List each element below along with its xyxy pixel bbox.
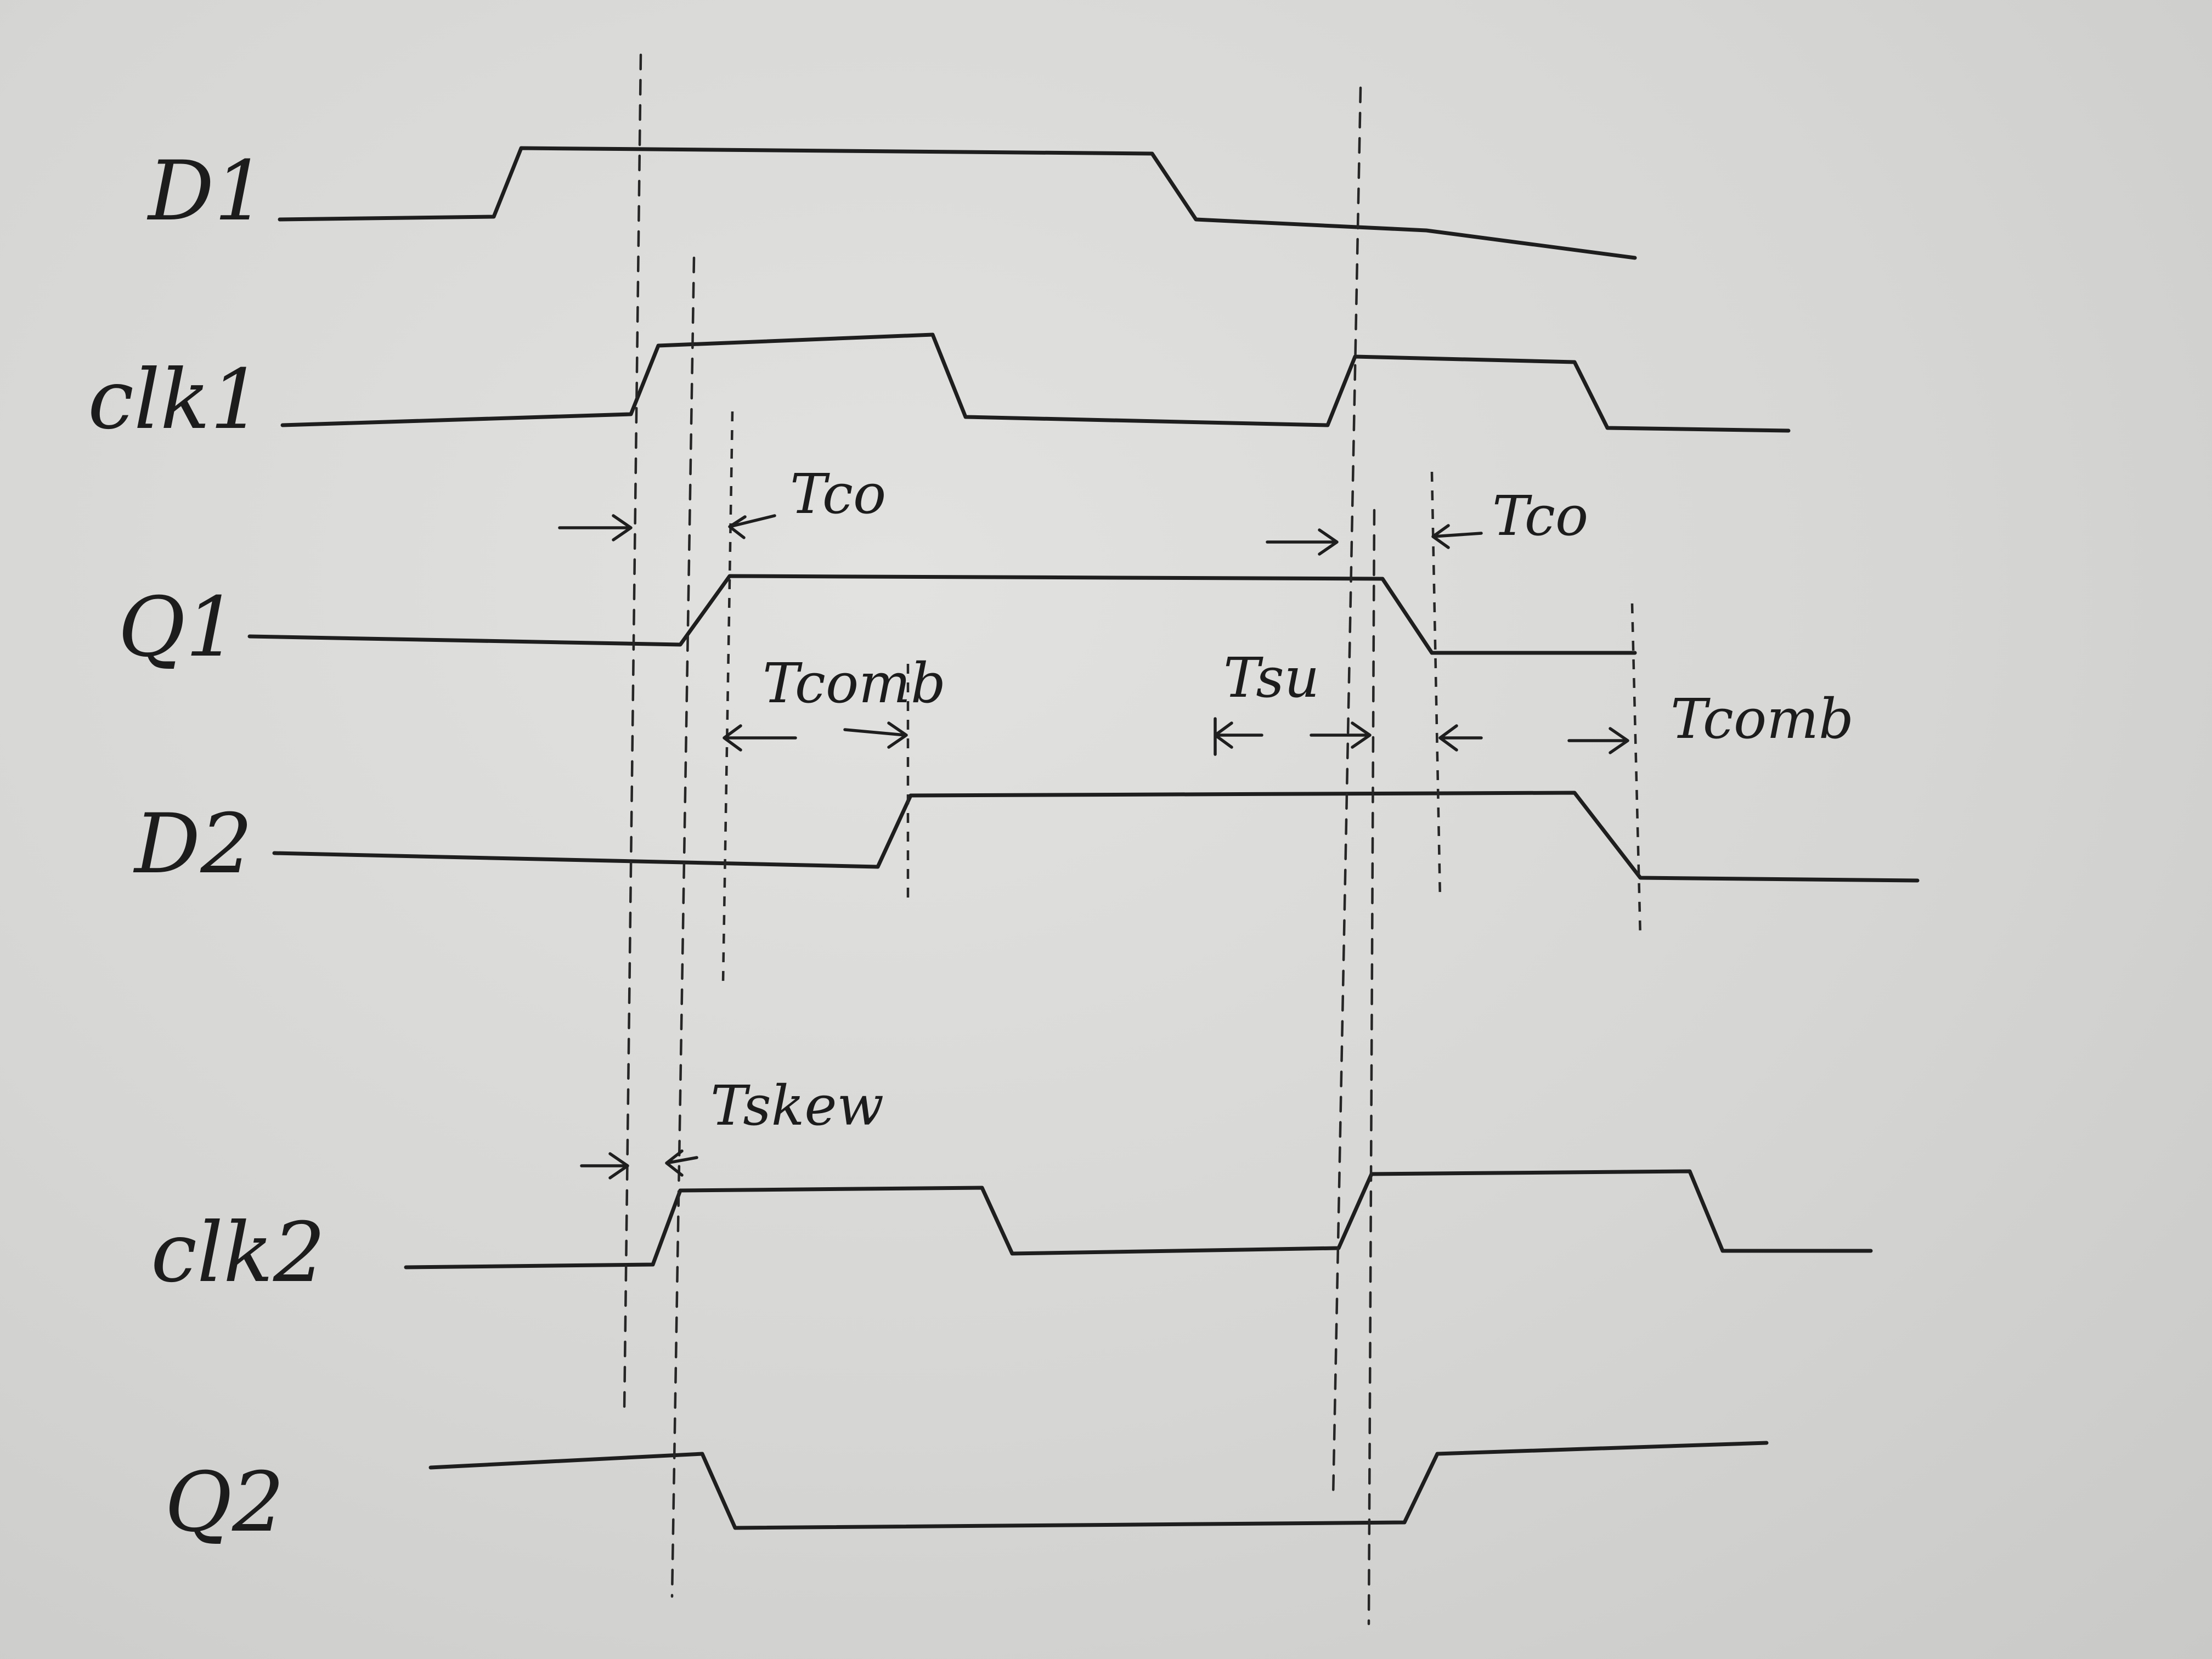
guide-tco-2	[1430, 471, 1442, 900]
signal-label-d1: D1	[146, 144, 267, 239]
tsu-arrows	[1214, 717, 1372, 756]
tco-2-arrows	[1266, 524, 1483, 556]
annotation-tco-2: Tco	[1492, 484, 1588, 548]
waveform-q2	[428, 1441, 1769, 1530]
guide-clk2-edge-1	[670, 256, 696, 1598]
waveform-clk2	[404, 1169, 1873, 1269]
tco-1-arrows	[558, 514, 776, 541]
signal-label-clk2: clk2	[151, 1205, 325, 1301]
waveform-d1	[278, 146, 1637, 260]
tskew-arrows	[580, 1149, 698, 1180]
waveform-clk1	[280, 332, 1791, 433]
annotation-tcomb-1: Tcomb	[763, 651, 946, 715]
annotation-tsu: Tsu	[1223, 646, 1319, 710]
waveform-q1	[247, 574, 1637, 655]
guide-tco-1	[721, 411, 734, 983]
tcomb-1-arrows	[723, 721, 908, 752]
waveform-d2	[272, 791, 1920, 883]
annotation-tcomb-2: Tcomb	[1671, 687, 1854, 751]
signal-label-q1: Q1	[118, 580, 238, 675]
guide-clk1-edge-1	[623, 53, 642, 1412]
guide-clk2-edge-2	[1367, 509, 1376, 1626]
signal-label-d2: D2	[133, 797, 253, 892]
tcomb-2-arrows	[1438, 724, 1629, 754]
signal-label-clk1: clk1	[88, 352, 262, 448]
guide-clk1-edge-2	[1331, 86, 1362, 1499]
annotation-tskew: Tskew	[710, 1074, 884, 1138]
signal-label-q2: Q2	[165, 1455, 284, 1550]
annotation-tco-1: Tco	[790, 462, 886, 526]
